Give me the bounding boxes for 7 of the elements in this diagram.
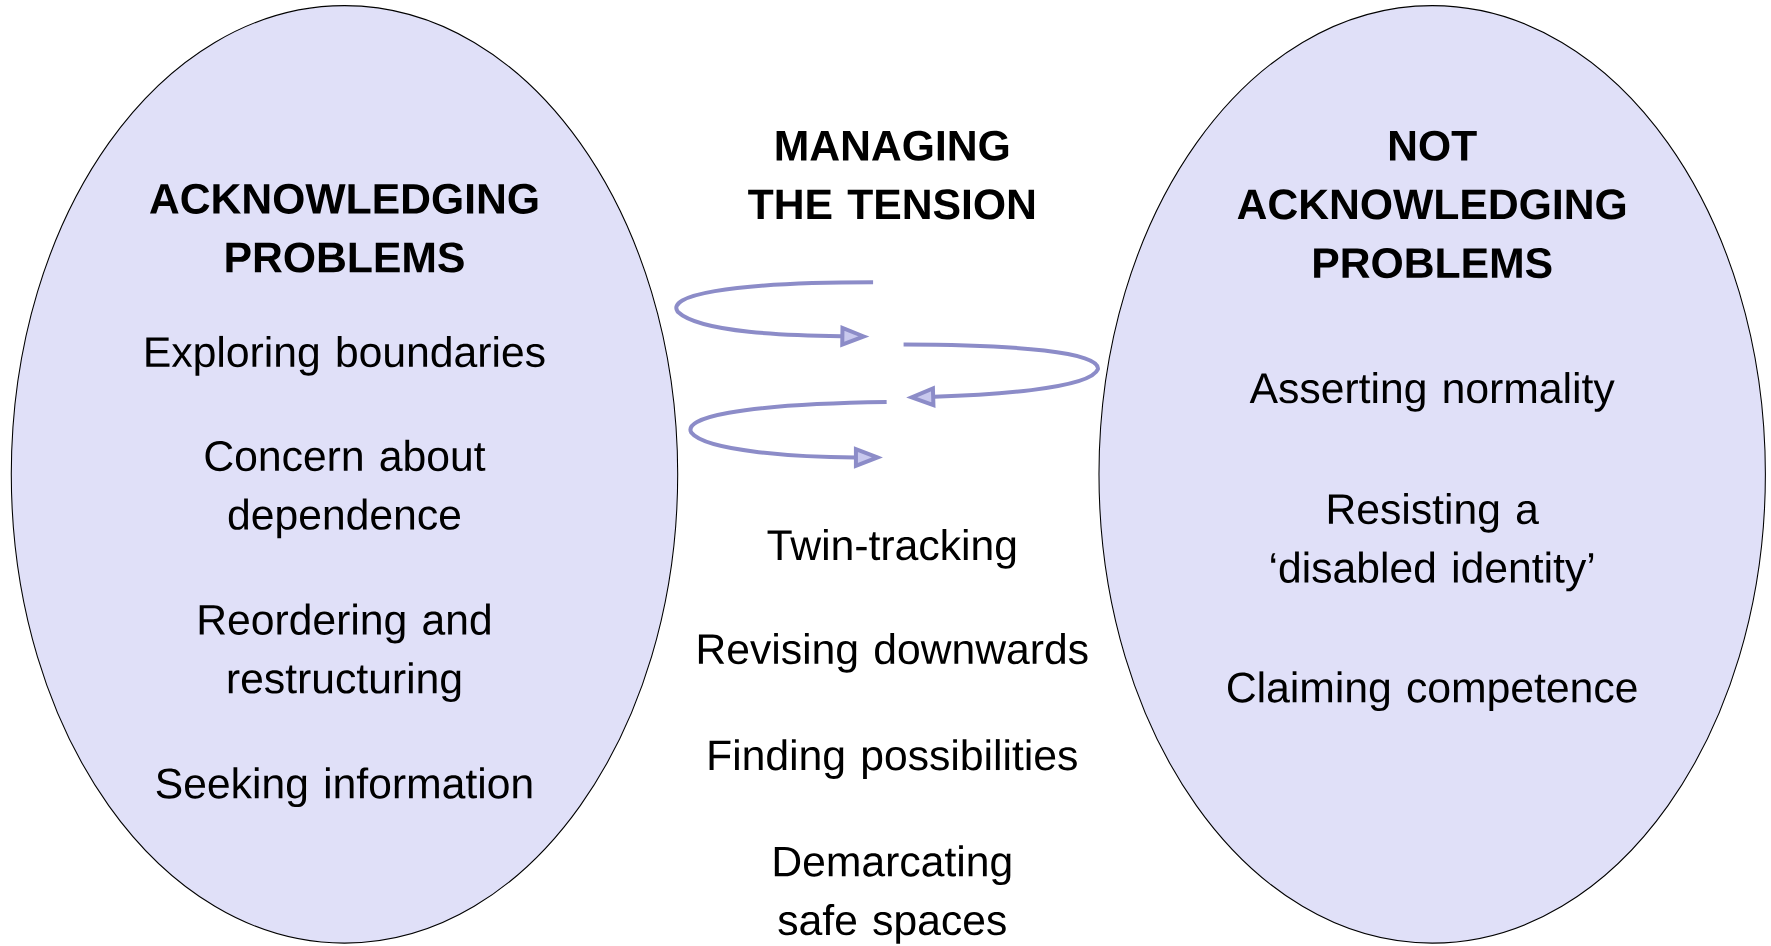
strategy-label: Revising downwards [698,632,1088,673]
heading: MANAGING THE TENSION [748,130,1035,220]
oval: ACKNOWLEDGING PROBLEMS Exploring boundaries Concern about dependence Reordering and restructuring Seeking information [10,4,679,944]
strategy-label: Finding possibilities [709,738,1077,779]
oval: NOT ACKNOWLEDGING PROBLEMS Asserting normality Resisting a ‘disabled identity’ Claiming competence [1098,4,1766,944]
strategy-label: Twin-tracking [767,528,1016,569]
strategy-label: Demarcating safe spaces [774,845,1011,944]
